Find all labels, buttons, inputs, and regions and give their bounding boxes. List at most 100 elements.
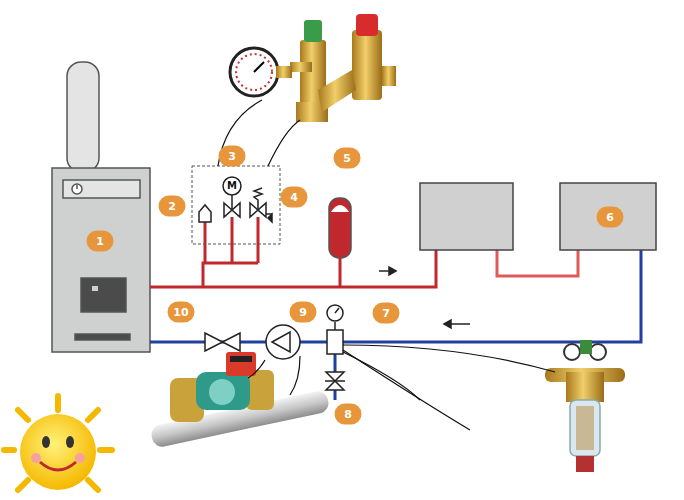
radiator: [420, 183, 513, 250]
boiler: [52, 62, 150, 352]
supply-pipe: [231, 217, 234, 263]
expansion-tank: [331, 205, 349, 212]
motor-valve-symbol: [223, 177, 241, 217]
supply-pipe: [203, 263, 258, 287]
pump-symbol: [266, 325, 300, 359]
safety-group-photo: [352, 30, 382, 100]
pump-photo: [196, 372, 250, 410]
air-vent-symbol: [199, 205, 211, 222]
sun-decoration: [4, 396, 112, 490]
leader-line: [218, 100, 262, 166]
filter-tee: [334, 322, 336, 330]
radiator: [420, 183, 656, 250]
sun-decoration: [31, 453, 41, 463]
expansion-tank: [329, 198, 351, 258]
boiler: [67, 62, 99, 172]
flow-arrow: [444, 320, 451, 328]
filter-photo: [576, 406, 594, 450]
safety-group-photo: [304, 20, 322, 42]
filter-tee: [327, 330, 343, 354]
pump-photo: [230, 356, 252, 362]
filter-photo: [570, 400, 600, 456]
leader-line: [343, 350, 470, 430]
safety-group-photo: [290, 62, 312, 72]
callout-number: 10: [168, 302, 195, 323]
radiator: [560, 183, 656, 250]
callout-number: 6: [597, 207, 624, 228]
callout-number: 9: [290, 302, 317, 323]
flow-arrow: [450, 323, 470, 325]
safety-group-photo: [236, 54, 272, 90]
motor-valve-symbol: [224, 203, 240, 217]
filter-photo: [580, 340, 592, 354]
filter-tee: [335, 308, 339, 313]
filter-tee: [325, 380, 345, 382]
filter-photo: [590, 344, 606, 360]
pump-photo: [226, 352, 256, 376]
boiler: [92, 286, 98, 291]
boiler: [76, 185, 78, 189]
motor-valve-symbol: [223, 177, 241, 195]
filter-tee: [326, 372, 344, 390]
safety-valve-symbol: [268, 214, 272, 222]
sun-decoration: [66, 436, 74, 448]
safety-group-photo: [254, 62, 264, 72]
supply-pipe: [150, 250, 436, 287]
return-pipe: [334, 390, 337, 400]
motor-valve-symbol: [231, 195, 233, 210]
leader-line: [248, 360, 265, 378]
leader-line: [268, 120, 300, 166]
boiler: [75, 334, 130, 340]
sun-decoration: [40, 462, 76, 470]
expansion-tank: [329, 198, 351, 258]
callout-number: 7: [373, 303, 400, 324]
supply-pipe: [150, 217, 436, 287]
boiler: [72, 184, 82, 194]
filter-tee: [325, 305, 345, 390]
supply-pipe: [257, 217, 260, 263]
safety-group-photo: [382, 66, 396, 86]
sun-decoration: [75, 453, 85, 463]
filter-photo: [564, 344, 580, 360]
boiler: [63, 180, 140, 198]
supply-pipe: [339, 257, 342, 287]
sun-decoration: [4, 447, 14, 453]
safety-valve-symbol: [250, 188, 272, 222]
filter-photo: [545, 340, 625, 472]
pump-photo: [209, 379, 235, 405]
callout-number: 3: [219, 146, 246, 167]
callout-number: 1: [87, 231, 114, 252]
safety-group-photo: [230, 48, 278, 96]
sun-decoration: [20, 414, 96, 490]
sun-decoration: [100, 447, 112, 453]
sun-decoration: [42, 436, 50, 448]
return-pipe: [150, 250, 641, 342]
motor-letter: M: [227, 180, 237, 192]
pump-photo: [150, 352, 331, 448]
callout-number: 8: [335, 404, 362, 425]
safety-group-photo: [276, 66, 292, 78]
safety-group-photo: [318, 70, 356, 112]
callout-number: 2: [159, 196, 186, 217]
sun-decoration: [4, 396, 112, 490]
air-vent-symbol: [199, 205, 211, 222]
pump-symbol: [272, 332, 290, 352]
sun-decoration: [18, 410, 28, 420]
callout-number: 5: [334, 148, 361, 169]
leader-line: [290, 356, 300, 395]
sun-decoration: [55, 396, 61, 410]
sun-decoration: [88, 480, 98, 490]
sun-decoration: [88, 410, 98, 420]
sun-decoration: [18, 480, 28, 490]
safety-group-photo: [356, 14, 378, 36]
safety-group-photo: [230, 14, 396, 122]
flow-arrow: [389, 267, 396, 275]
safety-valve-symbol: [254, 188, 262, 210]
leader-line: [343, 352, 420, 400]
shutoff-valve: [205, 333, 240, 351]
radiator-link-pipe: [497, 250, 578, 276]
boiler: [81, 278, 126, 312]
boiler: [52, 168, 150, 352]
callout-number: 4: [281, 187, 308, 208]
supply-pipe: [204, 222, 207, 263]
